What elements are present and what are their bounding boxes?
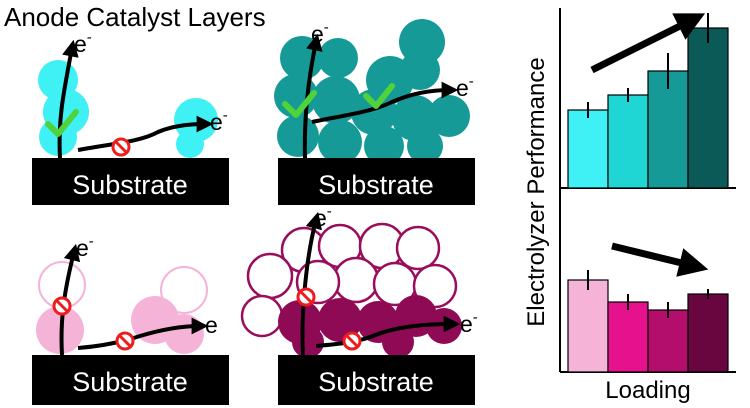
catalyst-particle [164,314,204,354]
bar [607,301,649,373]
catalyst-particle-inactive [240,294,284,338]
catalyst-particle [176,130,204,158]
figure-title: Anode Catalyst Layers [4,2,266,32]
electron-label: e- [76,233,94,261]
catalyst-particle [407,128,443,164]
trend-arrow-down [611,242,709,277]
electron-label: e- [456,73,474,101]
electron-label: e- [460,309,478,337]
electron-path-arrow [77,317,209,350]
electron-label: e- [210,107,228,135]
x-axis-label: Loading [605,377,690,404]
chart-bottom-bars [567,270,729,373]
catalyst-particle [277,115,319,157]
bar [647,70,689,189]
conductive-check-icon [363,83,395,109]
catalyst-particle-inactive [246,252,294,300]
electron-path-arrow [57,39,79,159]
catalyst-particle [318,298,362,342]
catalyst-particle [364,126,404,166]
bar [607,94,649,189]
electron-label: e- [314,203,332,231]
bar [567,109,609,189]
substrate-block [278,355,475,405]
catalyst-particle [351,89,397,135]
bar [687,27,729,189]
conductive-check-icon [45,109,79,137]
panel-high-loading-magenta: Substrate e- e- [240,203,478,405]
catalyst-particle-inactive [395,225,441,271]
catalyst-particle [428,95,470,137]
catalyst-particle [382,326,414,358]
catalyst-particles-inactive [240,222,458,338]
catalyst-particle [318,120,362,164]
electron-path-arrow [315,315,461,348]
blocked-icon [296,287,316,307]
bar [647,309,689,373]
electron-path-arrow [311,81,459,124]
bar [567,279,609,373]
blocked-icon [52,296,72,316]
blocked-icon [115,331,135,351]
bar [687,293,729,373]
substrate-label: Substrate [72,170,188,200]
panel-high-loading-teal: Substrate e- e- [274,19,475,205]
panel-low-loading-pink: Substrate e- e [32,233,229,405]
catalyst-particle-inactive [160,266,208,314]
substrate-label: Substrate [72,367,188,397]
y-axis-label: Electrolyzer Performance [523,57,550,326]
substrate-block [32,355,229,405]
catalyst-particle [318,38,358,78]
electron-label: e- [74,29,92,57]
panel-low-loading-teal: Substrate e- e- [32,29,229,205]
catalyst-particles [38,60,218,158]
substrate-block [32,158,229,205]
catalyst-particles [36,261,208,354]
blocked-icon [342,331,362,351]
catalyst-particle [312,76,360,124]
substrate-block [278,158,475,205]
electron-label: e- [311,19,329,47]
electron-label: e [205,312,218,338]
substrate-label: Substrate [318,367,434,397]
catalyst-particle [400,50,440,90]
blocked-icon [111,137,131,157]
catalyst-particle-inactive [332,256,380,304]
catalyst-particle-inactive [412,263,458,309]
performance-charts: Electrolyzer Performance Loading [523,8,736,404]
substrate-label: Substrate [318,170,434,200]
chart-top-bars [567,13,729,189]
conductive-check-icon [282,90,317,118]
trend-arrow-up [590,13,706,74]
catalyst-particle [292,326,324,358]
electron-path-arrow [77,115,214,152]
